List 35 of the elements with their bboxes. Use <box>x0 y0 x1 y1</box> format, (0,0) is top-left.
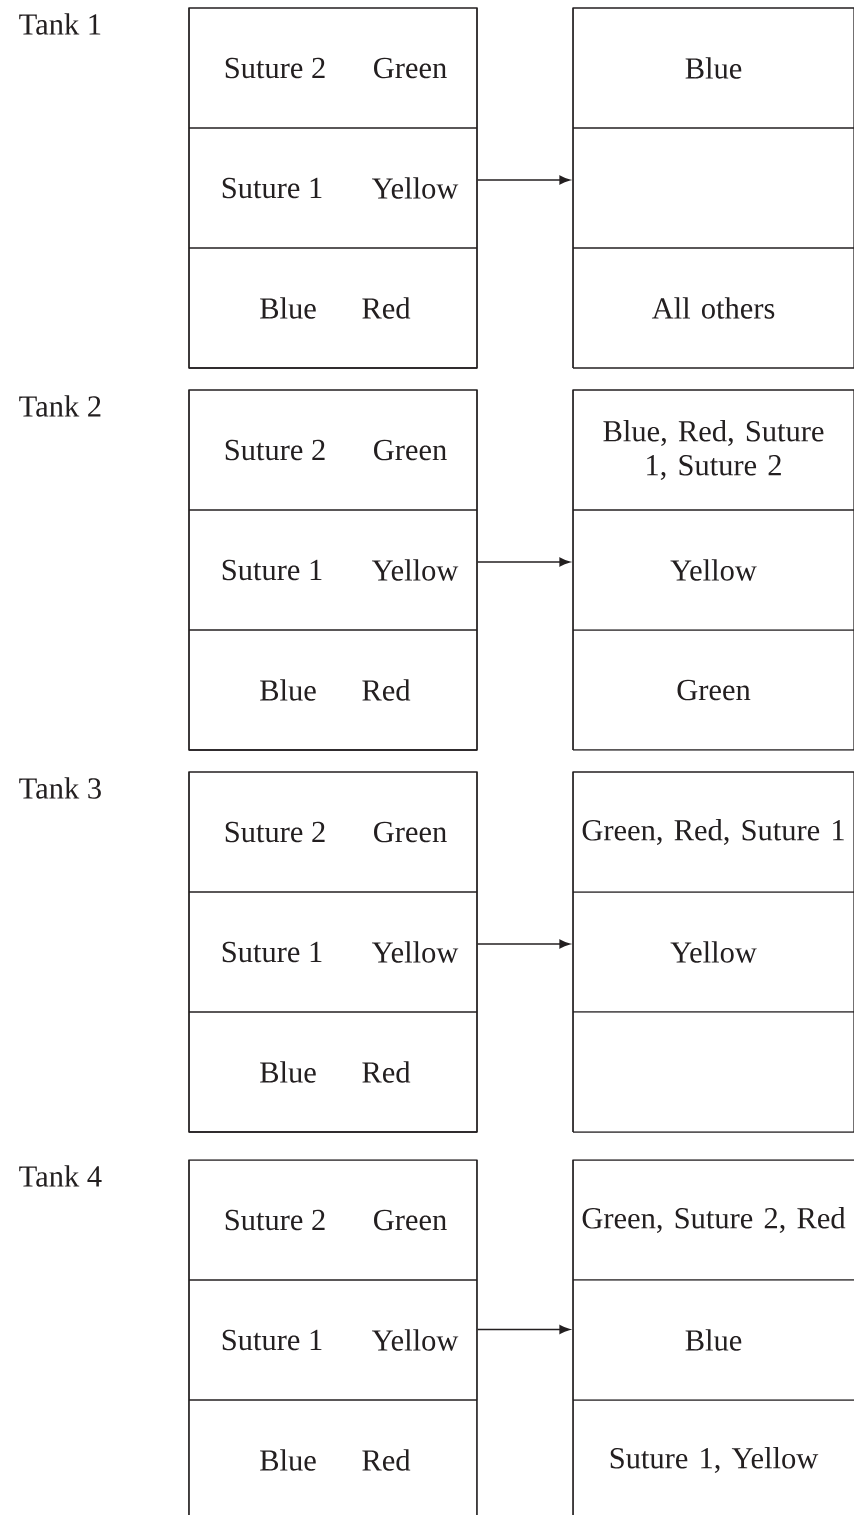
table-cell: Blue Red <box>188 247 478 369</box>
table-cell: Suture 1 Yellow <box>188 509 478 631</box>
table-cell: Yellow <box>572 891 854 1013</box>
table-cell <box>572 1011 854 1133</box>
table-cell: Suture 1 Yellow <box>188 891 478 1013</box>
tank-box <box>188 771 478 1133</box>
table-cell: Suture 2 Green <box>188 7 478 129</box>
table-cell: Suture 2 Green <box>188 1159 478 1281</box>
table-cell: Suture 1 Yellow <box>188 127 478 249</box>
table-cell: Green, Red, Suture 1 <box>572 771 854 893</box>
arrow <box>476 939 570 949</box>
arrow <box>476 557 570 567</box>
table-cell: Green <box>572 629 854 751</box>
table-cell: Blue Red <box>188 1399 478 1515</box>
tank-box <box>188 389 478 751</box>
table-cell: Blue Red <box>188 1011 478 1133</box>
table-cell: Suture 1 Yellow <box>188 1279 478 1401</box>
table-cell: Green, Suture 2, Red <box>572 1159 854 1281</box>
tank-label: Tank 4 <box>19 1165 102 1187</box>
tank-label: Tank 3 <box>19 777 101 799</box>
tank-label: Tank 2 <box>19 395 101 417</box>
table-cell: Blue, Red, Suture 1, Suture 2 <box>572 389 854 511</box>
tank-box <box>188 7 478 369</box>
table-cell: Suture 2 Green <box>188 389 478 511</box>
arrow <box>476 1325 570 1334</box>
table-cell: Blue Red <box>188 629 478 751</box>
tank-label: Tank 1 <box>19 13 101 35</box>
table-cell: Suture 1, Yellow <box>572 1399 819 1515</box>
arrow <box>476 175 570 185</box>
table-cell: All others <box>572 247 854 369</box>
table-cell: Blue <box>572 7 854 129</box>
table-cell: Blue <box>572 1279 854 1401</box>
table-cell: Suture 2 Green <box>188 771 478 893</box>
table-cell: Yellow <box>572 509 854 631</box>
table-cell <box>572 127 854 249</box>
